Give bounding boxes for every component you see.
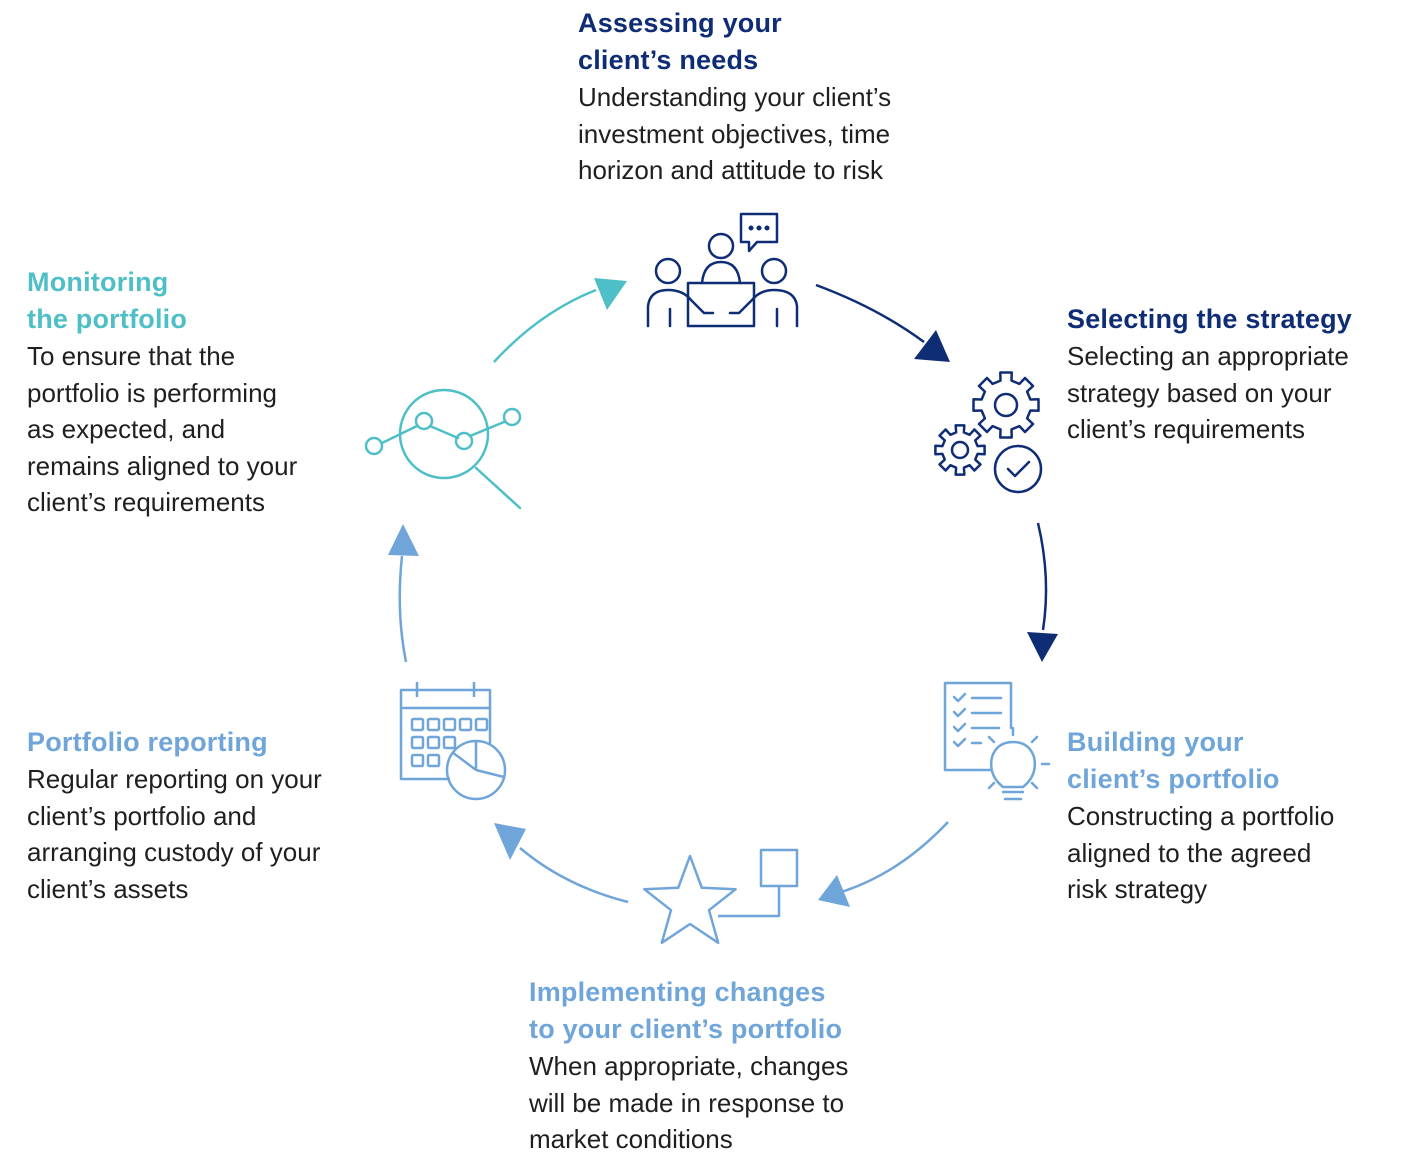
step-building: Building your client’s portfolio Constru… <box>1067 724 1334 908</box>
arrow-implementing-to-reporting <box>494 823 629 904</box>
step-description-line: When appropriate, changes <box>529 1051 849 1081</box>
step-description: Regular reporting on your client’s portf… <box>27 761 322 907</box>
step-title-line: client’s portfolio <box>1067 764 1280 794</box>
step-monitoring: Monitoring the portfolio To ensure that … <box>27 264 297 521</box>
step-description-line: client’s requirements <box>1067 414 1305 444</box>
calendar-cell <box>426 735 441 750</box>
step-title-line: Building your <box>1067 727 1244 757</box>
arrow-building-to-implementing <box>818 821 949 907</box>
gears-check-icon <box>934 371 1043 494</box>
step-selecting: Selecting the strategy Selecting an appr… <box>1067 301 1352 448</box>
calendar-cell <box>426 717 441 732</box>
step-assessing: Assessing your client’s needs Understand… <box>578 5 891 189</box>
step-title-line: Implementing changes <box>529 977 826 1007</box>
step-implementing: Implementing changes to your client’s po… <box>529 974 848 1158</box>
step-description-line: Regular reporting on your <box>27 764 322 794</box>
step-title: Monitoring the portfolio <box>27 264 297 338</box>
step-description: Constructing a portfolio aligned to the … <box>1067 798 1334 908</box>
arrow-monitoring-to-assessing <box>493 278 627 363</box>
step-description-line: client’s portfolio and <box>27 800 257 831</box>
step-reporting: Portfolio reporting Regular reporting on… <box>27 724 322 907</box>
step-description-line: aligned to the agreed <box>1067 837 1312 868</box>
step-description-line: as expected, and <box>27 414 226 444</box>
step-title-line: client’s needs <box>578 45 759 75</box>
step-description: To ensure that the portfolio is performi… <box>27 338 297 521</box>
step-title-line: Monitoring <box>27 267 169 297</box>
step-description-line: Constructing a portfolio <box>1067 801 1335 831</box>
calendar-cell <box>410 735 425 750</box>
step-title-line: Selecting the strategy <box>1067 304 1352 334</box>
step-title-line: the portfolio <box>27 304 188 334</box>
arrow-assessing-to-selecting <box>815 283 950 362</box>
step-title-line: Portfolio reporting <box>27 727 268 757</box>
step-description-line: portfolio is performing <box>27 377 277 408</box>
checklist-lightbulb-icon <box>943 681 1051 801</box>
step-title: Building your client’s portfolio <box>1067 724 1334 798</box>
calendar-cell <box>410 753 425 768</box>
magnifier-trend-icon <box>364 388 522 510</box>
step-description-line: client’s requirements <box>27 487 265 517</box>
calendar-cell <box>442 717 457 732</box>
star-flow-icon <box>643 848 799 945</box>
step-description: Understanding your client’s investment o… <box>578 79 891 189</box>
step-description: When appropriate, changes will be made i… <box>529 1048 848 1158</box>
step-description-line: Understanding your client’s <box>578 82 892 112</box>
step-title: Portfolio reporting <box>27 724 322 761</box>
step-description-line: arranging custody of your <box>27 837 321 867</box>
step-description-line: strategy based on your <box>1067 377 1332 408</box>
calendar-cell <box>458 717 473 732</box>
step-description-line: horizon and attitude to risk <box>578 155 883 185</box>
step-title: Assessing your client’s needs <box>578 5 891 79</box>
step-description-line: To ensure that the <box>27 341 236 371</box>
arrow-selecting-to-building <box>1027 522 1058 662</box>
step-title-line: Assessing your <box>578 8 782 38</box>
step-description-line: risk strategy <box>1067 874 1208 904</box>
calendar-cell <box>442 735 457 750</box>
calendar-cell <box>410 717 425 732</box>
step-description-line: remains aligned to your <box>27 450 298 481</box>
meeting-icon <box>646 212 799 328</box>
step-description: Selecting an appropriate strategy based … <box>1067 338 1352 448</box>
step-description-line: Selecting an appropriate <box>1067 341 1349 371</box>
step-title: Implementing changes to your client’s po… <box>529 974 848 1048</box>
step-description-line: will be made in response to <box>529 1087 845 1118</box>
arrow-reporting-to-monitoring <box>388 524 419 663</box>
step-title: Selecting the strategy <box>1067 301 1352 338</box>
calendar-cell <box>474 717 489 732</box>
step-description-line: client’s assets <box>27 873 189 904</box>
step-description-line: investment objectives, time <box>578 118 891 149</box>
step-description-line: market conditions <box>529 1124 733 1154</box>
calendar-cell <box>426 753 441 768</box>
calendar-pie-icon <box>399 682 507 801</box>
step-title-line: to your client’s portfolio <box>529 1014 843 1044</box>
